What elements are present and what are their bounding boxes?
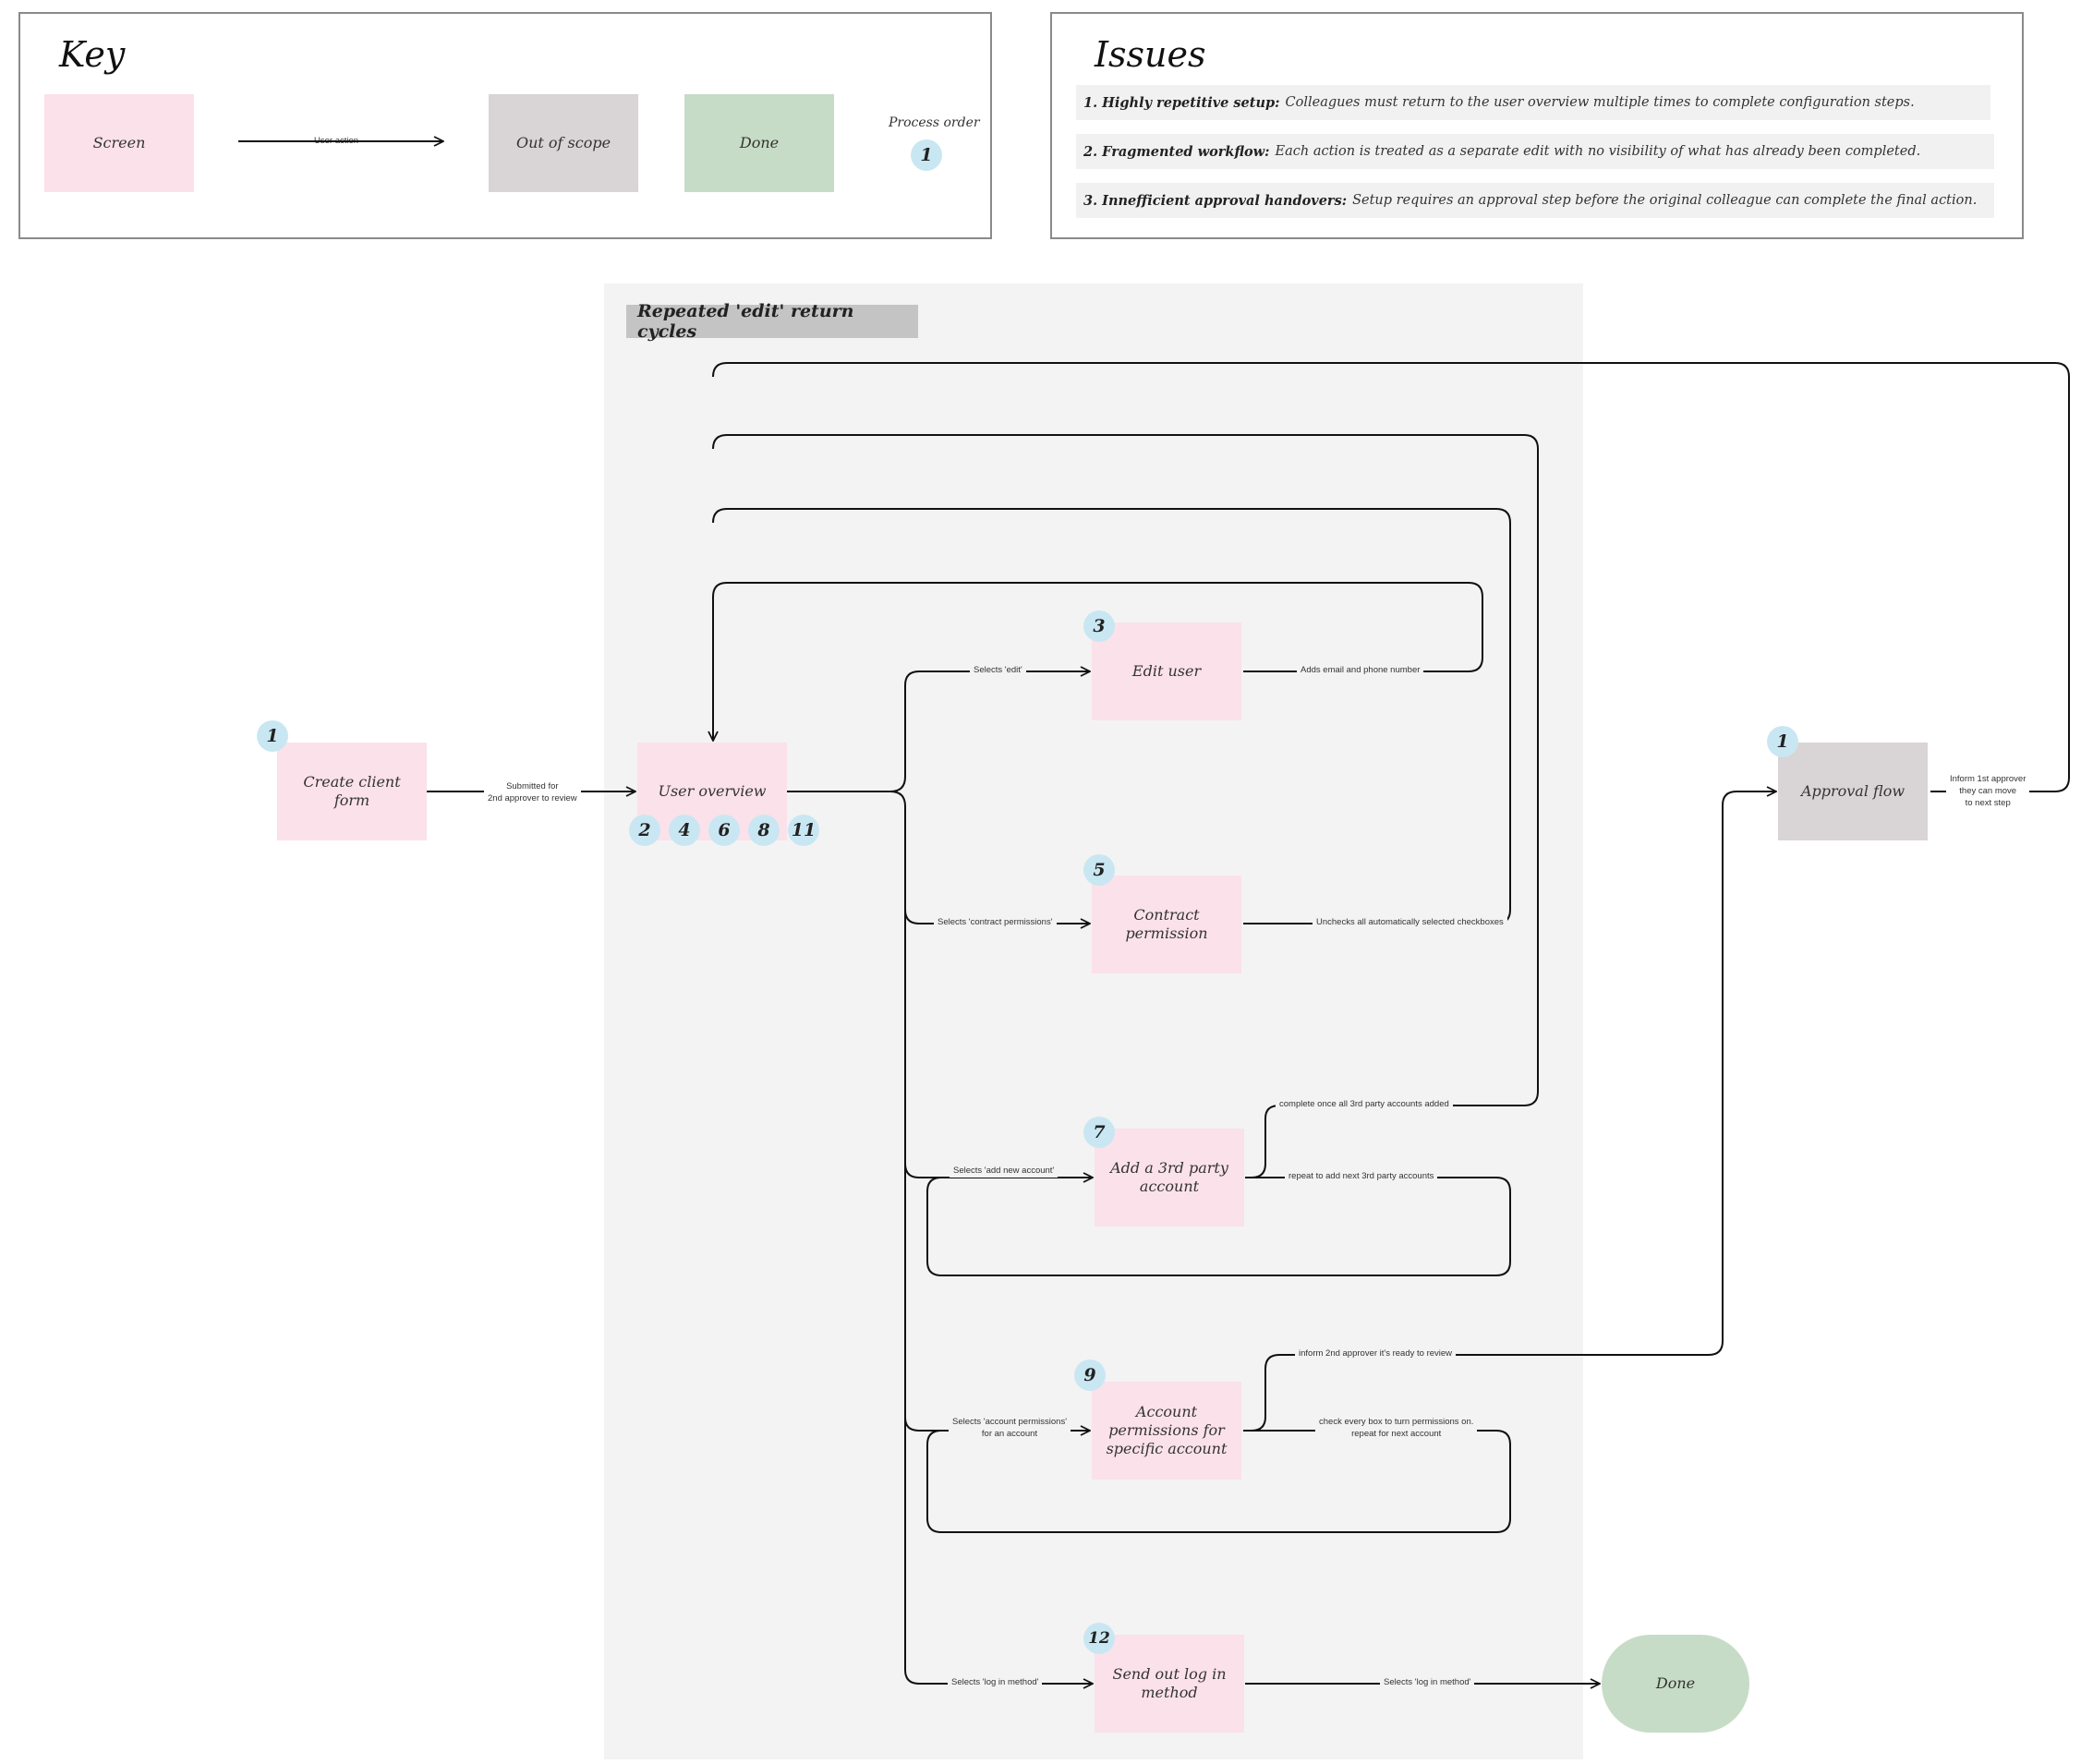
edge-spine bbox=[889, 791, 1093, 1684]
label-repeat-3rd: repeat to add next 3rd party accounts bbox=[1285, 1171, 1438, 1183]
label-inform-2nd: inform 2nd approver it's ready to review bbox=[1295, 1348, 1457, 1360]
edge-edit-return bbox=[713, 582, 1483, 741]
badge-overview: 6 bbox=[708, 815, 740, 846]
label-submitted: Submitted for 2nd approver to review bbox=[484, 781, 581, 805]
badge-approval: 1 bbox=[1767, 726, 1798, 757]
label-selects-contract: Selects 'contract permissions' bbox=[934, 917, 1057, 929]
badge-create: 1 bbox=[257, 720, 288, 752]
label-selects-add-new: Selects 'add new account' bbox=[950, 1166, 1059, 1178]
group-title: Repeated 'edit' return cycles bbox=[626, 301, 918, 342]
issue-item: 1. Highly repetitive setup: Colleagues mu… bbox=[1076, 85, 1990, 120]
label-selects-login-done: Selects 'log in method' bbox=[1380, 1677, 1475, 1689]
issue-label: 1. Highly repetitive setup: bbox=[1083, 94, 1280, 111]
label-line: for an account bbox=[981, 1428, 1038, 1439]
node-add-3rd-party-account[interactable]: Add a 3rd party account bbox=[1095, 1129, 1244, 1226]
edge-spine-contract bbox=[904, 909, 1090, 924]
issue-label: 3. Innefficient approval handovers: bbox=[1083, 192, 1348, 209]
label-check-every: check every box to turn permissions on. … bbox=[1315, 1417, 1478, 1441]
node-contract-permission[interactable]: Contract permission bbox=[1092, 876, 1241, 973]
label-line: to next step bbox=[1965, 797, 2011, 808]
edge-spine-account bbox=[904, 1417, 1090, 1431]
badge-overview: 8 bbox=[748, 815, 780, 846]
issues-title: Issues bbox=[1095, 34, 1206, 75]
edge-add3rd-repeat bbox=[926, 1177, 1511, 1276]
node-send-login-method[interactable]: Send out log in method bbox=[1095, 1635, 1244, 1733]
badge-account: 9 bbox=[1074, 1359, 1106, 1391]
label-line: 2nd approver to review bbox=[488, 792, 577, 803]
label-inform-1st: Inform 1st approver they can move to nex… bbox=[1946, 774, 2030, 810]
edge-account-to-approval bbox=[1243, 791, 1776, 1432]
issue-item: 3. Innefficient approval handovers: Setup… bbox=[1076, 183, 1994, 218]
badge-add3rd: 7 bbox=[1083, 1117, 1115, 1148]
label-line: they can move bbox=[1959, 785, 2017, 796]
label-adds-email: Adds email and phone number bbox=[1297, 665, 1424, 677]
node-account-permissions[interactable]: Account permissions for specific account bbox=[1092, 1382, 1241, 1480]
key-screen: Screen bbox=[44, 94, 194, 192]
edit-cycles-group bbox=[604, 284, 1583, 1759]
issue-text: Colleagues must return to the user overv… bbox=[1285, 95, 1915, 110]
edge-spine-add3rd bbox=[904, 1163, 1093, 1178]
issues-panel: Issues 1. Highly repetitive setup: Collea… bbox=[1050, 12, 2024, 239]
label-unchecks: Unchecks all automatically selected chec… bbox=[1313, 917, 1507, 929]
issue-text: Setup requires an approval step before t… bbox=[1352, 193, 1978, 208]
edge-overview-to-spine bbox=[787, 671, 1090, 792]
issue-label: 2. Fragmented workflow: bbox=[1083, 143, 1270, 160]
node-approval-flow[interactable]: Approval flow bbox=[1778, 743, 1928, 840]
label-line: check every box to turn permissions on. bbox=[1319, 1417, 1474, 1427]
key-process-order-badge: 1 bbox=[911, 139, 942, 171]
label-line: Selects 'account permissions' bbox=[952, 1417, 1068, 1427]
label-selects-account: Selects 'account permissions' for an acc… bbox=[949, 1417, 1071, 1441]
label-selects-login: Selects 'log in method' bbox=[948, 1677, 1043, 1689]
node-edit-user[interactable]: Edit user bbox=[1092, 622, 1241, 720]
issue-text: Each action is treated as a separate edi… bbox=[1275, 144, 1921, 159]
edge-add3rd-complete-return bbox=[712, 434, 1539, 1178]
badge-contract: 5 bbox=[1083, 854, 1115, 886]
key-process-order-label: Process order bbox=[889, 115, 980, 130]
label-line: repeat for next account bbox=[1351, 1428, 1442, 1439]
edge-approval-return bbox=[712, 362, 2070, 792]
node-done[interactable]: Done bbox=[1602, 1635, 1749, 1733]
issue-item: 2. Fragmented workflow: Each action is tr… bbox=[1076, 134, 1994, 169]
label-line: Inform 1st approver bbox=[1950, 774, 2026, 784]
label-line: Submitted for bbox=[506, 781, 559, 791]
label-selects-edit: Selects 'edit' bbox=[970, 665, 1026, 677]
badge-send: 12 bbox=[1083, 1623, 1115, 1654]
key-panel: Key Screen User action Out of scope Done… bbox=[18, 12, 992, 239]
key-out-of-scope: Out of scope bbox=[489, 94, 638, 192]
edge-account-repeat bbox=[926, 1430, 1511, 1533]
label-complete-3rd: complete once all 3rd party accounts add… bbox=[1276, 1099, 1453, 1111]
key-done: Done bbox=[684, 94, 834, 192]
node-create-client-form[interactable]: Create client form bbox=[277, 743, 427, 840]
key-title: Key bbox=[59, 34, 126, 75]
badge-overview: 2 bbox=[629, 815, 660, 846]
badge-edit: 3 bbox=[1083, 610, 1115, 642]
badge-overview: 11 bbox=[788, 815, 819, 846]
badge-overview: 4 bbox=[669, 815, 700, 846]
